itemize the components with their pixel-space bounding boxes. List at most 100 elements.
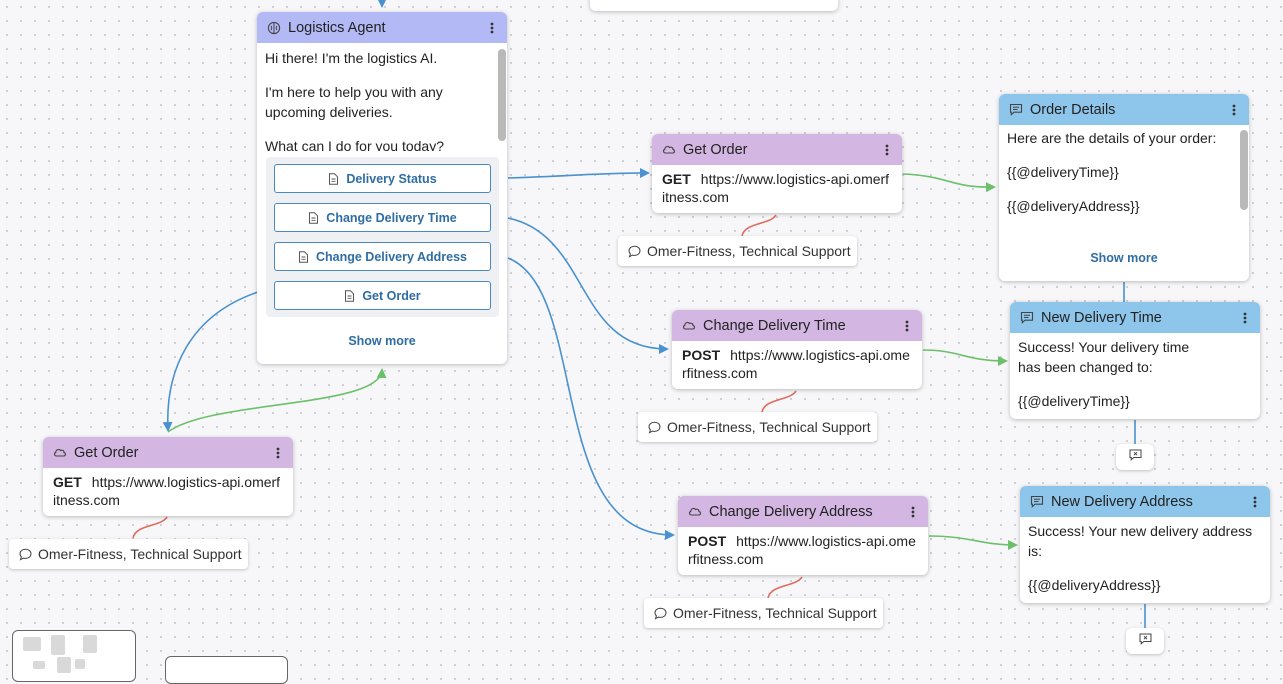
agent-node-header[interactable]: Logistics Agent bbox=[257, 12, 507, 43]
kebab-menu-icon[interactable] bbox=[906, 504, 920, 520]
minimap-node bbox=[33, 661, 45, 669]
message-x-icon bbox=[1139, 632, 1152, 650]
order-details-node-title: Order Details bbox=[1030, 101, 1116, 118]
new-delivery-address-message-node[interactable]: New Delivery Address Success! Your new d… bbox=[1020, 486, 1270, 603]
kebab-menu-icon[interactable] bbox=[1238, 310, 1252, 326]
kebab-menu-icon[interactable] bbox=[271, 445, 285, 461]
message-line: {{@deliveryAddress}} bbox=[1007, 198, 1140, 214]
agent-message-area[interactable]: Hi there! I'm the logistics AI. I'm here… bbox=[257, 43, 507, 151]
kebab-menu-icon[interactable] bbox=[1248, 494, 1262, 510]
document-icon bbox=[328, 172, 339, 185]
get-order-assignee-tag[interactable]: Omer-Fitness, Technical Support bbox=[618, 236, 857, 266]
order-details-message-node[interactable]: Order Details Here are the details of yo… bbox=[999, 94, 1249, 281]
change-delivery-time-button[interactable]: Change Delivery Time bbox=[274, 203, 491, 232]
document-icon bbox=[308, 211, 319, 224]
get-order-node-header[interactable]: Get Order bbox=[652, 134, 902, 165]
get-order-button[interactable]: Get Order bbox=[274, 281, 491, 310]
tag-connector-left bbox=[132, 516, 168, 539]
message-square-icon bbox=[1030, 495, 1044, 509]
message-x-chip-time[interactable] bbox=[1116, 444, 1154, 470]
brain-icon bbox=[267, 21, 281, 35]
new-time-content: Success! Your delivery time has been cha… bbox=[1010, 333, 1260, 411]
http-method: GET bbox=[662, 171, 691, 187]
change-delivery-address-label: Change Delivery Address bbox=[316, 249, 467, 264]
endpoint-url: https://www.logistics-api.omerfitness.co… bbox=[53, 474, 281, 508]
document-icon bbox=[298, 250, 309, 263]
logistics-agent-node[interactable]: Logistics Agent Hi there! I'm the logist… bbox=[257, 12, 507, 364]
agent-message-2: I'm here to help you with any upcoming d… bbox=[265, 84, 443, 120]
minimap-node bbox=[23, 637, 41, 651]
change-address-node-title: Change Delivery Address bbox=[709, 503, 873, 520]
change-delivery-address-button[interactable]: Change Delivery Address bbox=[274, 242, 491, 271]
message-line: Here are the details of your order: bbox=[1007, 130, 1217, 146]
change-time-node-header[interactable]: Change Delivery Time bbox=[672, 310, 922, 341]
edge-get-order-left bbox=[162, 291, 259, 432]
new-address-content: Success! Your new delivery address is: {… bbox=[1020, 517, 1270, 595]
change-address-node-header[interactable]: Change Delivery Address bbox=[678, 496, 928, 527]
cloud-icon bbox=[688, 505, 702, 519]
get-order-left-node-header[interactable]: Get Order bbox=[43, 437, 293, 468]
agent-button-list: Delivery Status Change Delivery Time Cha… bbox=[266, 157, 499, 317]
new-address-node-header[interactable]: New Delivery Address bbox=[1020, 486, 1270, 517]
chat-bubble-icon bbox=[628, 245, 641, 258]
minimap-node bbox=[83, 635, 97, 653]
minimap-node bbox=[51, 635, 65, 655]
message-x-chip-address[interactable] bbox=[1126, 628, 1164, 654]
delivery-status-button[interactable]: Delivery Status bbox=[274, 164, 491, 193]
message-line: {{@deliveryAddress}} bbox=[1028, 577, 1161, 593]
agent-scrollbar[interactable] bbox=[498, 49, 506, 141]
order-details-show-more-link[interactable]: Show more bbox=[1090, 251, 1158, 265]
chat-bubble-icon bbox=[654, 607, 667, 620]
order-details-content[interactable]: Here are the details of your order: {{@d… bbox=[999, 125, 1247, 232]
tag-connector-time bbox=[761, 390, 797, 413]
message-line: Success! Your delivery time has been cha… bbox=[1018, 339, 1190, 375]
order-details-node-header[interactable]: Order Details bbox=[999, 94, 1249, 125]
http-method: POST bbox=[688, 533, 727, 549]
endpoint-url: https://www.logistics-api.omerfitness.co… bbox=[662, 171, 890, 205]
edge-new-address bbox=[928, 535, 1018, 550]
change-time-assignee-tag[interactable]: Omer-Fitness, Technical Support bbox=[638, 412, 877, 442]
edge-new-time bbox=[922, 349, 1008, 366]
agent-message-3: What can I do for you today? bbox=[265, 138, 444, 151]
new-delivery-time-message-node[interactable]: New Delivery Time Success! Your delivery… bbox=[1010, 302, 1260, 419]
kebab-menu-icon[interactable] bbox=[900, 318, 914, 334]
endpoint-url: https://www.logistics-api.omerfitness.co… bbox=[682, 347, 910, 381]
edge-order-details bbox=[902, 173, 996, 193]
minimap-node bbox=[57, 657, 71, 673]
new-time-node-header[interactable]: New Delivery Time bbox=[1010, 302, 1260, 333]
tag-label: Omer-Fitness, Technical Support bbox=[38, 546, 242, 562]
tag-connector-address bbox=[767, 576, 803, 599]
message-line: {{@deliveryTime}} bbox=[1007, 164, 1119, 180]
cloud-icon bbox=[662, 143, 676, 157]
agent-node-title: Logistics Agent bbox=[288, 19, 386, 36]
kebab-menu-icon[interactable] bbox=[485, 20, 499, 36]
minimap-node bbox=[75, 659, 85, 669]
new-address-node-title: New Delivery Address bbox=[1051, 493, 1193, 510]
agent-show-more-link[interactable]: Show more bbox=[348, 334, 416, 348]
get-order-left-node-title: Get Order bbox=[74, 444, 139, 461]
canvas-minimap[interactable] bbox=[12, 630, 136, 682]
edge-left-back bbox=[167, 368, 387, 433]
message-line: {{@deliveryTime}} bbox=[1018, 393, 1130, 409]
kebab-menu-icon[interactable] bbox=[880, 142, 894, 158]
cloud-icon bbox=[682, 319, 696, 333]
agent-message-1: Hi there! I'm the logistics AI. bbox=[265, 50, 438, 66]
tag-label: Omer-Fitness, Technical Support bbox=[647, 243, 851, 259]
offscreen-node-stub bbox=[590, 0, 838, 11]
tag-label: Omer-Fitness, Technical Support bbox=[667, 419, 871, 435]
kebab-menu-icon[interactable] bbox=[1227, 102, 1241, 118]
document-icon bbox=[344, 289, 355, 302]
message-line: Success! Your new delivery address is: bbox=[1028, 523, 1253, 559]
tag-connector-main bbox=[741, 214, 777, 237]
canvas-control-panel[interactable] bbox=[165, 656, 288, 684]
get-order-left-assignee-tag[interactable]: Omer-Fitness, Technical Support bbox=[9, 539, 248, 569]
change-address-assignee-tag[interactable]: Omer-Fitness, Technical Support bbox=[644, 598, 883, 628]
order-details-scrollbar[interactable] bbox=[1240, 130, 1248, 210]
